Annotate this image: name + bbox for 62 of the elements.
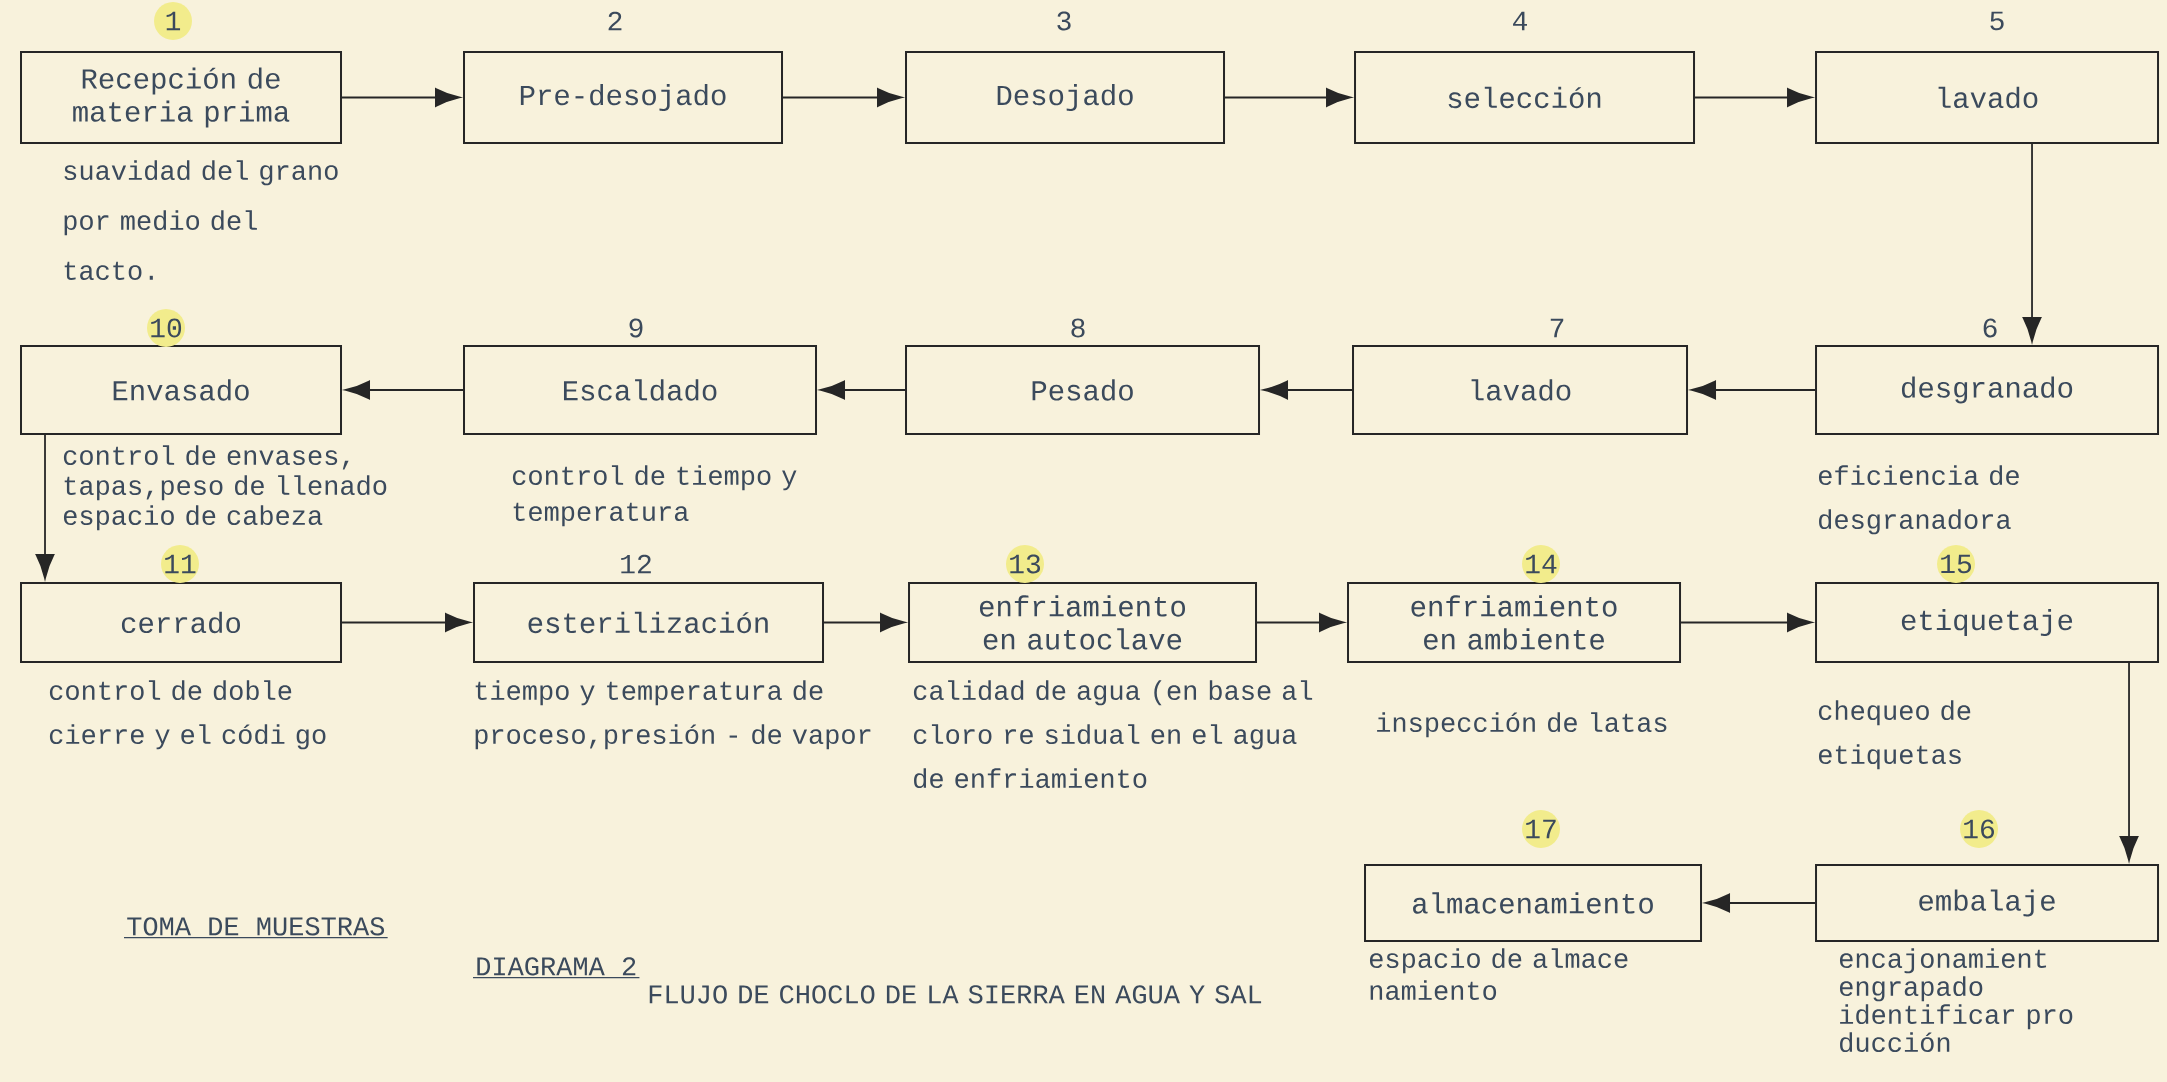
step-number: 4 <box>1513 11 1527 31</box>
arrow <box>1705 893 1816 913</box>
note-text: control de envases, tapas,peso de llenado espacio de cabeza <box>63 445 387 531</box>
step-number: 17 <box>1522 810 1560 848</box>
arrow <box>1256 613 1345 632</box>
arrow <box>1263 380 1353 400</box>
arrow <box>2022 143 2042 342</box>
note-text: inspección de latas <box>1377 712 1667 738</box>
arrow <box>2119 662 2139 861</box>
step-number: 14 <box>1522 545 1560 583</box>
process-box: embalaje <box>1815 864 2160 942</box>
step-number: 12 <box>621 554 651 574</box>
process-box: almacenamiento <box>1364 864 1702 942</box>
note-text: control de tiempo y temperatura <box>512 465 797 527</box>
note-text: suavidad del grano por medio del tacto. <box>64 160 338 280</box>
title: FLUJO DE CHOCLO DE LA SIERRA EN AGUA Y SAL <box>649 985 1262 1004</box>
arrow <box>1694 88 1813 107</box>
note-text: calidad de agua (en base al cloro re sidual en el agua de enfriamiento <box>913 680 1313 789</box>
step-number: 13 <box>1006 545 1044 583</box>
process-box: Recepción de materia prima <box>20 51 342 144</box>
note-text: tiempo y temperatura de proceso,presión - de vapor <box>475 680 871 750</box>
process-box: enfriamiento en ambiente <box>1347 582 1681 663</box>
arrow <box>1691 380 1816 400</box>
process-box: lavado <box>1815 51 2160 144</box>
process-box: selección <box>1354 51 1695 144</box>
step-number: 11 <box>161 545 199 583</box>
step-number: 5 <box>1990 11 2004 31</box>
note-text: control de doble cierre y el códi go <box>49 680 326 750</box>
process-box: Escaldado <box>463 345 817 435</box>
arrow <box>823 613 906 632</box>
underlined-label: DIAGRAMA 2 <box>472 957 641 979</box>
note-text: eficiencia de desgranadora <box>1819 465 2019 535</box>
note-text: chequeo de etiquetas <box>1818 700 1971 770</box>
step-number: 9 <box>629 318 643 338</box>
arrow <box>345 380 464 400</box>
process-box: Pesado <box>905 345 1260 435</box>
step-number: 16 <box>1960 810 1999 848</box>
process-box: Pre-desojado <box>463 51 783 144</box>
arrow <box>1680 613 1813 632</box>
process-box: etiquetaje <box>1815 582 2160 663</box>
process-box: enfriamiento en autoclave <box>908 582 1257 663</box>
step-number: 6 <box>1983 318 1997 338</box>
step-number: 8 <box>1071 318 1085 338</box>
process-box: desgranado <box>1815 345 2160 435</box>
process-box: cerrado <box>20 582 342 663</box>
arrow <box>782 88 903 107</box>
process-box: esterilización <box>473 582 824 663</box>
process-box: lavado <box>1352 345 1688 435</box>
step-number: 7 <box>1550 318 1564 338</box>
step-number: 1 <box>154 2 192 40</box>
arrow <box>820 380 906 400</box>
step-number: 3 <box>1057 11 1071 31</box>
process-box: Desojado <box>905 51 1225 144</box>
underlined-label: TOMA DE MUESTRAS <box>123 917 389 939</box>
note-text: encajonamient engrapado identificar pro ducción <box>1840 948 2073 1053</box>
arrow <box>1224 88 1352 107</box>
arrow <box>35 434 55 579</box>
step-number: 2 <box>608 11 622 31</box>
step-number: 10 <box>147 309 185 347</box>
step-number: 15 <box>1937 545 1976 583</box>
note-text: espacio de almace namiento <box>1370 948 1628 1001</box>
process-box: Envasado <box>20 345 342 435</box>
